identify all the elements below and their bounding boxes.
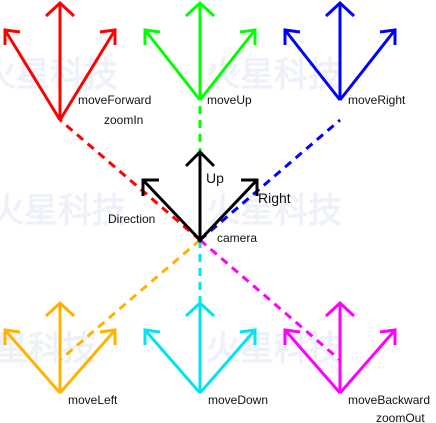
labels: moveForward zoomIn moveUp moveRight Up R…: [68, 93, 430, 423]
direction-axis-head: [141, 178, 159, 196]
moveRight-connector: [199, 118, 341, 242]
moveForward-arrow-cluster: [3, 0, 117, 121]
moveUp-arrow-cluster: [143, 0, 257, 101]
right-axis: [198, 178, 259, 242]
moveLeft-label: moveLeft: [68, 393, 118, 407]
moveForward-connector: [59, 118, 201, 242]
moveForward-sublabel: zoomIn: [104, 113, 143, 127]
moveBackward-sublabel: zoomOut: [376, 411, 425, 423]
moveBackward-label: moveBackward: [348, 393, 430, 407]
camera-label: camera: [217, 231, 257, 245]
watermark-text: 火星科技: [0, 329, 96, 369]
moveDown-arrow-cluster: [143, 300, 257, 394]
camera-origin: [197, 237, 203, 243]
watermark-layer: 火星科技 火星科技 火星科技 火星科技 火星科技 火星科技: [0, 55, 342, 369]
direction-axis: [141, 178, 202, 242]
moveForward-label: moveForward: [78, 93, 151, 107]
camera-axes: [141, 149, 259, 242]
moveDown-label: moveDown: [208, 393, 268, 407]
moveUp-label: moveUp: [207, 93, 252, 107]
moveBackward-arrow-cluster: [283, 300, 397, 394]
watermark-text: 火星科技: [0, 191, 126, 231]
moveLeft-arrow-cluster: [3, 300, 117, 394]
direction-axis-label: Direction: [108, 212, 155, 226]
up-axis-label: Up: [206, 170, 224, 186]
up-axis-head: [184, 149, 216, 168]
moveLeft-connector: [59, 238, 201, 362]
moveRight-arrow-cluster: [283, 0, 397, 101]
right-axis-label: Right: [258, 190, 291, 206]
right-axis-head: [241, 178, 259, 196]
moveRight-label: moveRight: [348, 93, 406, 107]
moveBackward-connector: [199, 238, 341, 362]
